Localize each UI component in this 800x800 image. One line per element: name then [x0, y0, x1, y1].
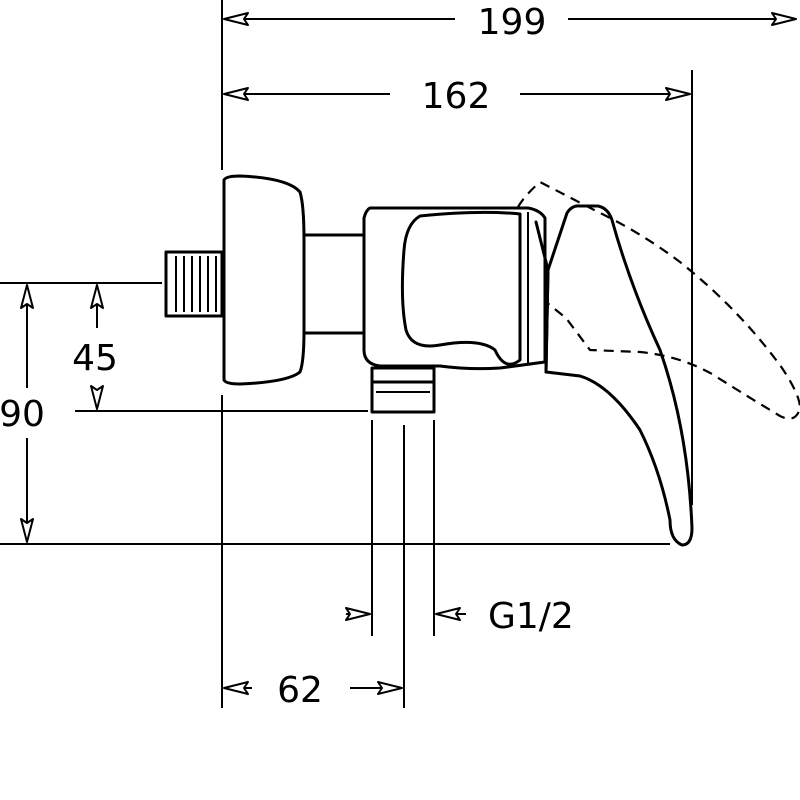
- dimension-45-label: 45: [72, 338, 118, 379]
- dimension-199-label: 199: [478, 2, 547, 43]
- dimension-62-label: 62: [277, 670, 323, 711]
- dimension-90: 90: [0, 284, 45, 543]
- dimension-g1-2: G1/2: [345, 596, 574, 637]
- dimension-g1-2-label: G1/2: [488, 596, 574, 637]
- dimension-162-label: 162: [422, 76, 491, 117]
- connecting-stem: [302, 233, 364, 335]
- threaded-inlet: [164, 250, 224, 318]
- dimension-199: 199: [223, 2, 797, 43]
- dimension-162: 162: [223, 76, 691, 117]
- body-recess: [400, 210, 522, 366]
- faucet-body: [164, 174, 800, 547]
- lever-base: [534, 220, 550, 374]
- outlet-connection: [370, 366, 436, 414]
- lever-open-position: [517, 180, 800, 420]
- lever-handle: [544, 204, 694, 547]
- dimension-45: 45: [72, 284, 118, 410]
- wall-rosette: [222, 174, 306, 386]
- mixer-body: [362, 206, 547, 371]
- dimension-90-label: 90: [0, 394, 45, 435]
- dimension-62: 62: [223, 670, 403, 711]
